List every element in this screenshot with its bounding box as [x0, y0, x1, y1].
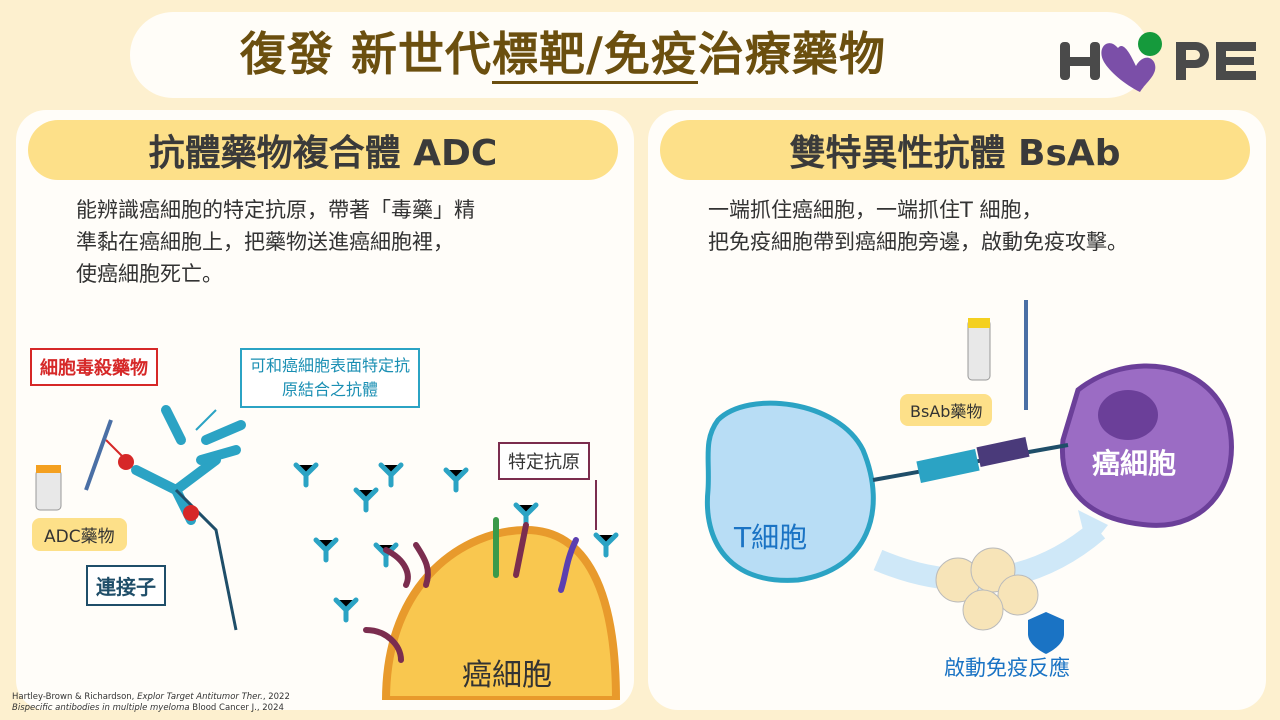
antibody-label-line1: 可和癌細胞表面特定抗	[250, 356, 411, 375]
cite-year: , 2024	[256, 703, 284, 713]
adc-illustration	[35, 405, 621, 700]
cite-year: , 2022	[262, 692, 290, 702]
linker-label: 連接子	[86, 565, 166, 606]
payload-label: 細胞毒殺藥物	[30, 348, 158, 386]
adc-heading: 抗體藥物複合體 ADC	[28, 120, 618, 180]
antibody-label: 可和癌細胞表面特定抗原結合之抗體	[240, 348, 421, 408]
adc-cancer-cell-label: 癌細胞	[462, 658, 552, 693]
cite-title: Bispecific antibodies in multiple myelom…	[12, 703, 190, 713]
desc-line: 把免疫細胞帶到癌細胞旁邊，啟動免疫攻擊。	[708, 230, 1128, 254]
bsab-heading: 雙特異性抗體 BsAb	[660, 120, 1250, 180]
hope-logo	[1058, 28, 1268, 96]
t-cell-label: T細胞	[734, 521, 808, 554]
bsab-cancer-cell-label: 癌細胞	[1092, 447, 1177, 480]
cite-authors: Hartley-Brown & Richardson,	[12, 692, 138, 702]
cite-journal: Explor Target Antitumor Ther.	[137, 692, 263, 702]
desc-line: 使癌細胞死亡。	[76, 262, 223, 286]
antigen-label: 特定抗原	[498, 442, 590, 480]
desc-line: 準黏在癌細胞上，把藥物送進癌細胞裡，	[76, 230, 454, 254]
adc-description: 能辨識癌細胞的特定抗原，帶著「毒藥」精 準黏在癌細胞上，把藥物送進癌細胞裡， 使…	[76, 194, 475, 290]
page-title: 復發 新世代標靶/免疫治療藥物	[240, 18, 886, 84]
bsab-illustration	[704, 300, 1234, 654]
desc-line: 能辨識癌細胞的特定抗原，帶著「毒藥」精	[76, 198, 475, 222]
antibody-label-line2: 原結合之抗體	[282, 380, 379, 399]
immune-response-label: 啟動免疫反應	[944, 656, 1070, 680]
desc-line: 一端抓住癌細胞，一端抓住T 細胞，	[708, 198, 1043, 222]
bsab-drug-label: BsAb藥物	[900, 394, 993, 426]
adc-drug-label: ADC藥物	[32, 518, 127, 551]
bsab-description: 一端抓住癌細胞，一端抓住T 細胞， 把免疫細胞帶到癌細胞旁邊，啟動免疫攻擊。	[708, 194, 1128, 258]
cite-journal: Blood Cancer J.	[189, 703, 257, 713]
title-bar	[130, 12, 1150, 98]
citations: Hartley-Brown & Richardson, Explor Targe…	[12, 692, 290, 714]
